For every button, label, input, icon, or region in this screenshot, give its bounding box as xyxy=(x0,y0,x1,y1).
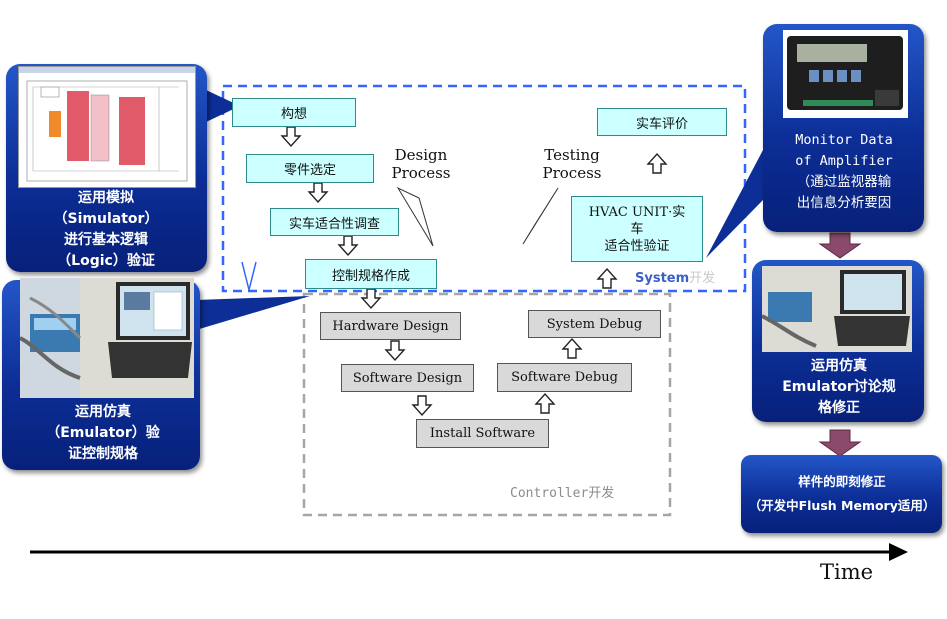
controller-frame xyxy=(302,292,672,517)
testing-process-label: Testing Process xyxy=(542,146,602,182)
simulator-screen-graphic xyxy=(19,67,195,182)
emulator-discuss-graphic xyxy=(762,266,912,352)
design-step-arrows xyxy=(280,126,382,310)
design-step-concept: 构想 xyxy=(232,98,356,127)
design-step-vehicle-fit-survey: 实车适合性调查 xyxy=(270,208,399,236)
controller-step-hardware-design: Hardware Design xyxy=(320,312,461,340)
simulator-screenshot xyxy=(18,66,196,188)
emulator-photo-graphic xyxy=(20,278,194,398)
system-label-en: System xyxy=(635,271,690,286)
emulator-discuss-photo xyxy=(762,266,912,352)
controller-step-software-debug: Software Debug xyxy=(497,363,632,392)
controller-dev-label: Controller开发 xyxy=(510,486,615,501)
emulator-verify-text: 运用仿真 （Emulator）验 证控制规格 xyxy=(46,404,160,462)
monitor-callout-tail xyxy=(706,150,763,258)
system-label-zh: 开发 xyxy=(689,271,716,286)
system-frame xyxy=(221,84,747,293)
system-dev-label: System开发 xyxy=(635,267,715,286)
simulator-callout-tail xyxy=(206,90,240,122)
emulator-discuss-text: 运用仿真 Emulator讨论规 格修正 xyxy=(782,358,896,416)
design-process-label: Design Process xyxy=(391,146,451,182)
design-process-swoosh xyxy=(396,186,434,247)
timeline-arrowhead xyxy=(889,543,908,561)
controller-step-software-design: Software Design xyxy=(341,364,474,392)
testing-step-arrows xyxy=(596,152,668,289)
simulator-callout-text: 运用模拟 （Simulator） 进行基本逻辑 （Logic）验证 xyxy=(53,190,159,269)
timeline-label: Time xyxy=(820,560,874,584)
controller-step-install-software: Install Software xyxy=(416,419,549,448)
controller-step-arrows xyxy=(384,337,583,417)
monitor-callout-text: Monitor Data of Amplifier （通过监视器输 出信息分析要… xyxy=(795,132,893,211)
flush-memory-text: 样件的即刻修正 （开发中Flush Memory适用） xyxy=(748,474,936,513)
controller-step-system-debug: System Debug xyxy=(528,310,661,338)
design-step-control-spec: 控制规格作成 xyxy=(305,259,437,289)
testing-step-hvac-verification: HVAC UNIT·实 车 适合性验证 xyxy=(571,196,703,262)
right-flow-arrows xyxy=(818,232,862,457)
emulator-callout-tail xyxy=(196,296,310,330)
design-step-parts-selection: 零件选定 xyxy=(246,154,374,183)
testing-process-swoosh xyxy=(522,187,559,245)
emulator-verify-photo xyxy=(20,278,194,398)
testing-step-vehicle-evaluation: 实车评价 xyxy=(597,108,727,136)
monitor-device-photo xyxy=(783,30,908,118)
flush-memory-callout xyxy=(741,455,942,533)
v-mark xyxy=(241,261,257,291)
monitor-device-graphic xyxy=(787,36,903,110)
